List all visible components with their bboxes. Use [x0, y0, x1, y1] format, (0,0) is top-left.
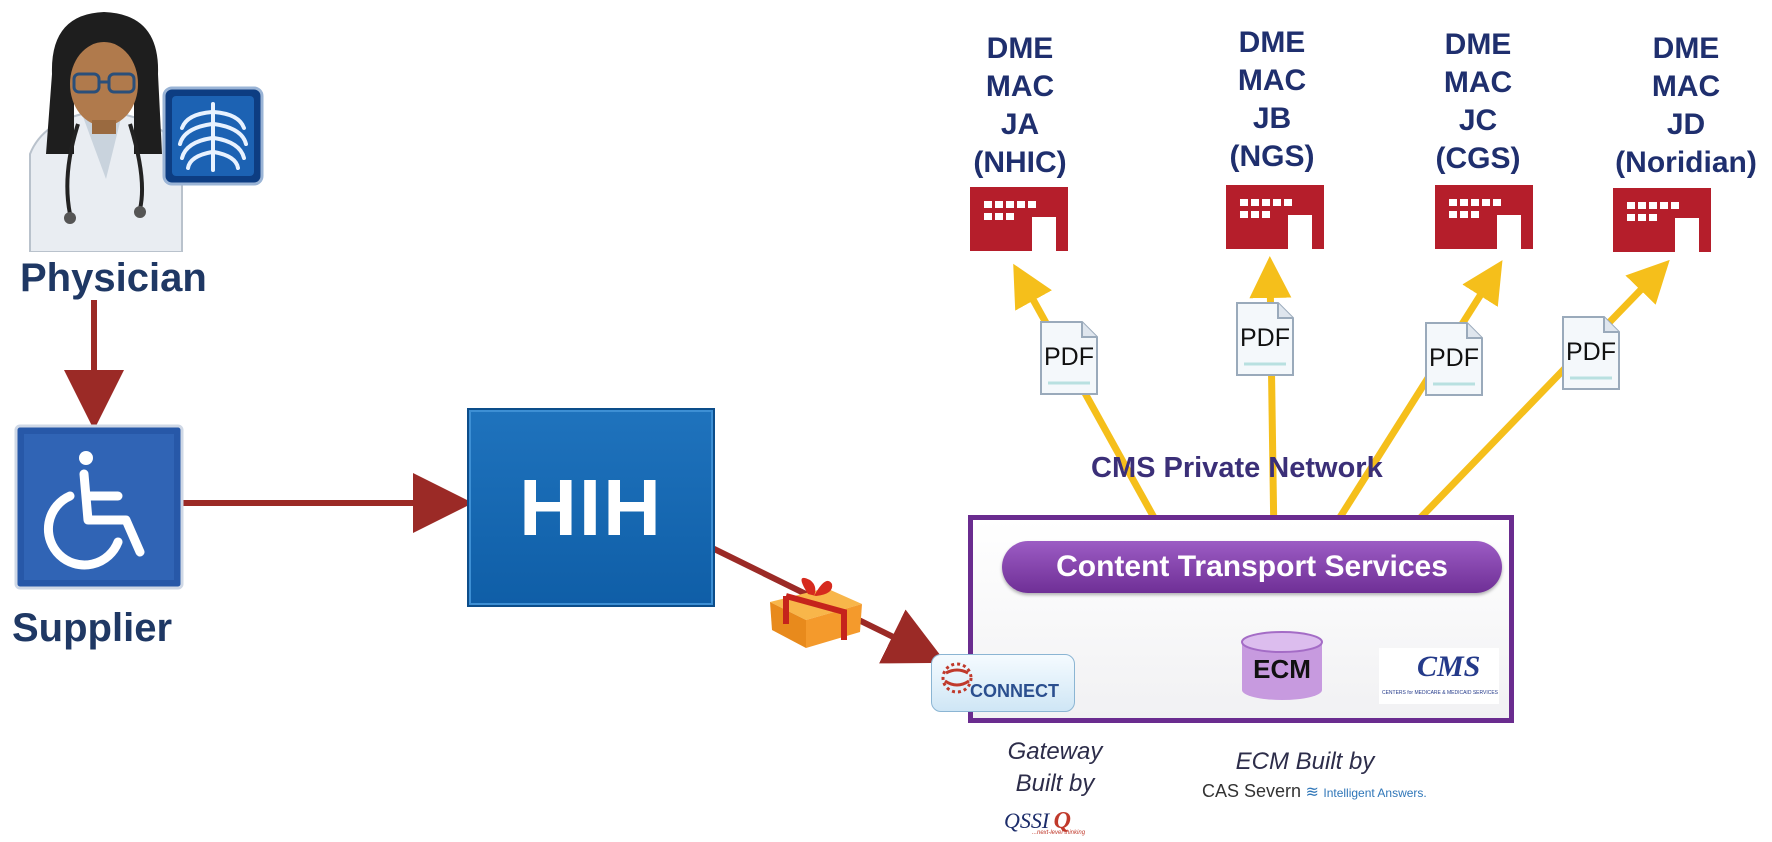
pdf-label: PDF: [1044, 343, 1094, 371]
content-transport-services-label: Content Transport Services: [1056, 550, 1448, 583]
building-icon-jd: [1613, 188, 1711, 252]
arrow-cts-to-jd: [1395, 259, 1670, 544]
ecm-database: ECM: [1240, 630, 1324, 702]
cms-logo-subtitle: CENTERS for MEDICARE & MEDICAID SERVICES: [1381, 690, 1499, 696]
cms-logo-text: CMS: [1417, 650, 1481, 683]
wheelchair-icon: [14, 424, 184, 590]
ecm-label: ECM: [1253, 654, 1311, 684]
connect-gateway: CONNECT: [931, 654, 1075, 712]
pdf-label: PDF: [1240, 324, 1290, 352]
gateway-caption-line2: Built by: [1015, 770, 1095, 797]
building-icon-jb: [1226, 185, 1324, 249]
document-icon: [1236, 302, 1294, 376]
cas-severn-text: CAS Severn: [1202, 781, 1302, 801]
physician-icon: [29, 12, 264, 252]
qssi-logo: QSSI Q ...next-level thinking: [1004, 808, 1114, 840]
arrow-cts-to-jc: [1322, 260, 1503, 543]
mac-jb-label: DME MAC JB (NGS): [1229, 26, 1315, 173]
supplier-label: Supplier: [12, 606, 173, 650]
pdf-document-jb: PDF: [1236, 302, 1294, 376]
connect-label: CONNECT: [970, 681, 1059, 701]
mac-ja-label: DME MAC JA (NHIC): [973, 32, 1067, 179]
connect-globe-icon: [941, 662, 973, 694]
cas-severn-tagline: Intelligent Answers.: [1323, 786, 1427, 800]
cms-private-network-label: CMS Private Network: [1091, 452, 1383, 484]
cas-severn-swoosh-icon: ≋: [1305, 784, 1319, 801]
pdf-document-jc: PDF: [1425, 322, 1483, 396]
hih-label: HIH: [519, 462, 663, 552]
mac-jd-label: DME MAC JD (Noridian): [1615, 32, 1757, 179]
cms-logo: CMS CENTERS for MEDICARE & MEDICAID SERV…: [1379, 648, 1499, 704]
gift-icon: [770, 577, 862, 648]
qssi-tagline: ...next-level thinking: [1032, 830, 1086, 836]
document-icon: [1040, 321, 1098, 395]
physician-label: Physician: [20, 256, 207, 300]
pdf-document-ja: PDF: [1040, 321, 1098, 395]
hih-box: HIH: [467, 408, 715, 607]
qssi-q-icon: Q: [1053, 808, 1072, 834]
database-icon: [1241, 631, 1323, 700]
mac-jc-label: DME MAC JC (CGS): [1435, 28, 1521, 175]
pdf-label: PDF: [1566, 338, 1616, 366]
building-icon-ja: [970, 187, 1068, 251]
arrow-cts-to-ja: [1013, 263, 1171, 543]
pdf-document-jd: PDF: [1562, 316, 1620, 390]
cas-severn-logo: CAS Severn ≋ Intelligent Answers.: [1202, 781, 1442, 805]
building-icon-jc: [1435, 185, 1533, 249]
gateway-caption-line1: Gateway: [1007, 738, 1103, 765]
ecm-caption-line1: ECM Built by: [1235, 748, 1375, 775]
document-icon: [1425, 322, 1483, 396]
qssi-logo-text: QSSI: [1004, 808, 1050, 833]
pdf-label: PDF: [1429, 344, 1479, 372]
content-transport-services-bar: Content Transport Services: [1002, 541, 1502, 593]
document-icon: [1562, 316, 1620, 390]
